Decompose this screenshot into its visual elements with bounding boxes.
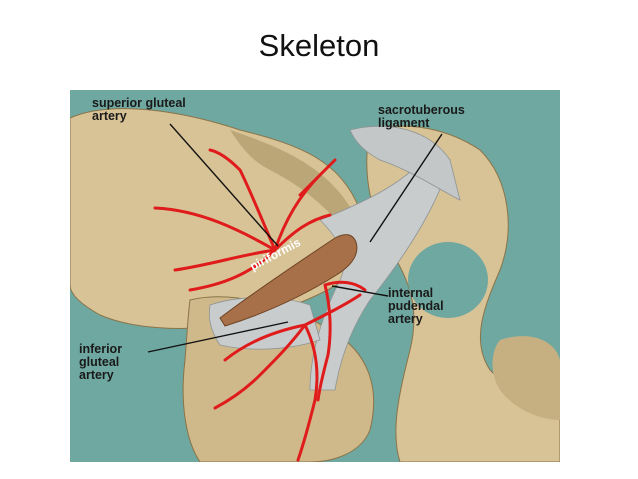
pointer-inferior-gluteal [147, 321, 289, 353]
superior-gluteal-artery [153, 148, 337, 292]
pelvis-drawing [70, 90, 560, 462]
label-internal-pudendal-artery: internal pudendal artery [388, 286, 444, 326]
label-superior-gluteal-artery: superior gluteal artery [92, 96, 186, 123]
label-inferior-gluteal-artery: inferior gluteal artery [79, 342, 123, 382]
ilium-shadow [230, 130, 360, 250]
pointer-sacrotuberous [369, 133, 443, 243]
foramen [408, 242, 488, 318]
ligament-upper [349, 125, 461, 201]
femur-bone [492, 336, 560, 420]
inferior-gluteal-artery [213, 293, 362, 462]
slide-title: Skeleton [258, 28, 380, 63]
arteries [153, 148, 367, 462]
pointer-lines [147, 123, 443, 353]
pointer-internal-pudendal [331, 285, 389, 297]
label-sacrotuberous-ligament: sacrotuberous ligament [378, 103, 465, 130]
internal-pudendal-artery [316, 280, 367, 402]
anatomy-illustration: superior gluteal artery sacrotuberous li… [70, 90, 560, 462]
pointer-superior-gluteal [169, 123, 279, 247]
piriformis-muscle [219, 234, 358, 327]
